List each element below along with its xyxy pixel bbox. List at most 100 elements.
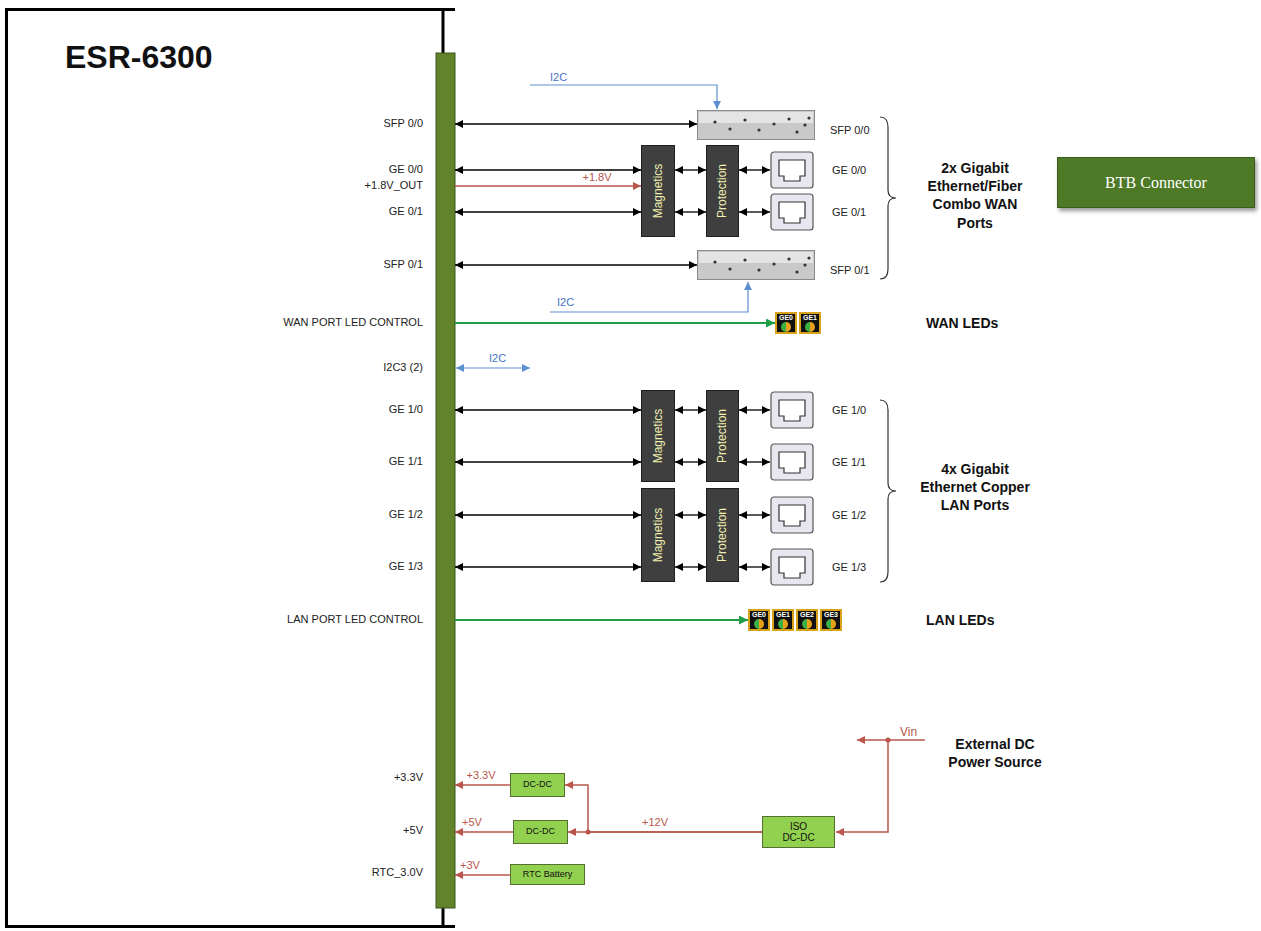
bus-label: I2C (557, 296, 574, 309)
sfp-cage: SFP 0/0 (697, 110, 873, 142)
signal-name: GE 1/0 (389, 403, 423, 416)
supply-label: Vin (900, 725, 917, 739)
sfp-sheen (699, 112, 813, 123)
sfp-detail (743, 118, 746, 121)
node-text: Protection (716, 409, 730, 463)
rj45-icon (770, 443, 814, 481)
led-frame (797, 610, 817, 630)
jack-opening (779, 400, 805, 421)
signal-name: RTC_3.0V (372, 866, 423, 879)
jack-opening (779, 557, 805, 578)
voltage-label: +3V (460, 859, 480, 872)
port-led: GE0 (748, 609, 770, 631)
signal-block: Protection (706, 145, 739, 237)
port-led: GE1 (799, 312, 821, 334)
sfp-detail (795, 130, 798, 133)
led-frame (821, 610, 841, 630)
jack-body (771, 497, 813, 533)
jack-body (771, 444, 813, 480)
voltage-label: +5V (462, 816, 482, 829)
group-label: 4x Gigabit Ethernet Copper LAN Ports (919, 460, 1031, 515)
sfp-body (698, 111, 815, 140)
connector (675, 461, 706, 462)
signal-name: GE 1/2 (389, 508, 423, 521)
node-text: GE 1/3 (832, 548, 866, 586)
signal-name: GE 0/1 (389, 205, 423, 218)
signal-name: SFP 0/1 (383, 258, 423, 271)
btb-connector-bar (436, 53, 455, 908)
node-text: BTB Connector (1105, 174, 1207, 192)
i2c-wire (456, 367, 530, 368)
led-lamp (781, 322, 786, 332)
group-brace (880, 400, 896, 582)
node-text: DC-DC (523, 780, 552, 790)
jack-body (771, 549, 813, 585)
connector (455, 185, 641, 187)
connector (675, 211, 706, 212)
connector (739, 514, 770, 515)
led-frame (749, 610, 769, 630)
sfp-detail (772, 122, 775, 125)
sfp-detail (807, 256, 810, 259)
node-text: GE 0/1 (832, 193, 866, 231)
dc-dc-converter: DC-DC (510, 773, 565, 797)
signal-name: +3.3V (394, 771, 423, 784)
sfp-detail (757, 128, 760, 131)
connector (675, 514, 706, 515)
node-text: GE0 (748, 609, 770, 619)
connector (455, 619, 748, 621)
i2c-wire (530, 85, 717, 109)
voltage-label: +1.8V (582, 171, 611, 184)
section-heading: LAN LEDs (926, 612, 994, 629)
rj45-port: GE 1/3 (770, 548, 869, 586)
node-text: Protection (716, 164, 730, 218)
rj45-port: GE 1/2 (770, 496, 869, 534)
jack-body (771, 152, 813, 188)
led-lamp (805, 322, 810, 332)
isolated-dc-dc-converter: ISO DC-DC (762, 816, 835, 848)
junction-dot (886, 738, 891, 743)
signal-name: +1.8V_OUT (365, 179, 423, 192)
port-led: GE2 (796, 609, 818, 631)
voltage-label: +3.3V (466, 769, 495, 782)
connector (455, 874, 510, 876)
sfp-detail (807, 116, 810, 119)
connector (455, 409, 641, 410)
connector (455, 264, 697, 265)
rj45-port: GE 0/0 (770, 151, 869, 189)
led-frame (773, 610, 793, 630)
signal-name: GE 1/3 (389, 560, 423, 573)
led-lamp (786, 322, 791, 332)
sfp-cage: SFP 0/1 (697, 250, 873, 282)
rj45-icon (770, 391, 814, 429)
sfp-detail (772, 262, 775, 265)
node-text: Magnetics (651, 164, 665, 219)
led-lamp (807, 619, 812, 629)
node-text: GE 0/0 (832, 151, 866, 189)
led-lamp (778, 619, 783, 629)
node-text: GE1 (799, 312, 821, 322)
sfp-detail (713, 120, 716, 123)
voltage-label: +12V (642, 816, 668, 829)
signal-block: Magnetics (641, 390, 675, 482)
port-led: GE3 (820, 609, 842, 631)
power-wire (836, 740, 888, 832)
rj45-port: GE 1/1 (770, 443, 869, 481)
node-text: Magnetics (651, 508, 665, 563)
sfp-detail (795, 270, 798, 273)
node-text: ISO DC-DC (781, 821, 816, 843)
connector (455, 211, 641, 212)
group-brace (880, 117, 896, 279)
signal-name: I2C3 (2) (383, 361, 423, 374)
group-label: 2x Gigabit Ethernet/Fiber Combo WAN Port… (919, 159, 1031, 232)
connector-group (455, 124, 775, 875)
signal-name: LAN PORT LED CONTROL (287, 613, 423, 626)
connector (455, 566, 641, 567)
rj45-icon (770, 496, 814, 534)
jack-body (771, 392, 813, 428)
led-lamp (783, 619, 788, 629)
signal-block: Protection (706, 488, 739, 582)
